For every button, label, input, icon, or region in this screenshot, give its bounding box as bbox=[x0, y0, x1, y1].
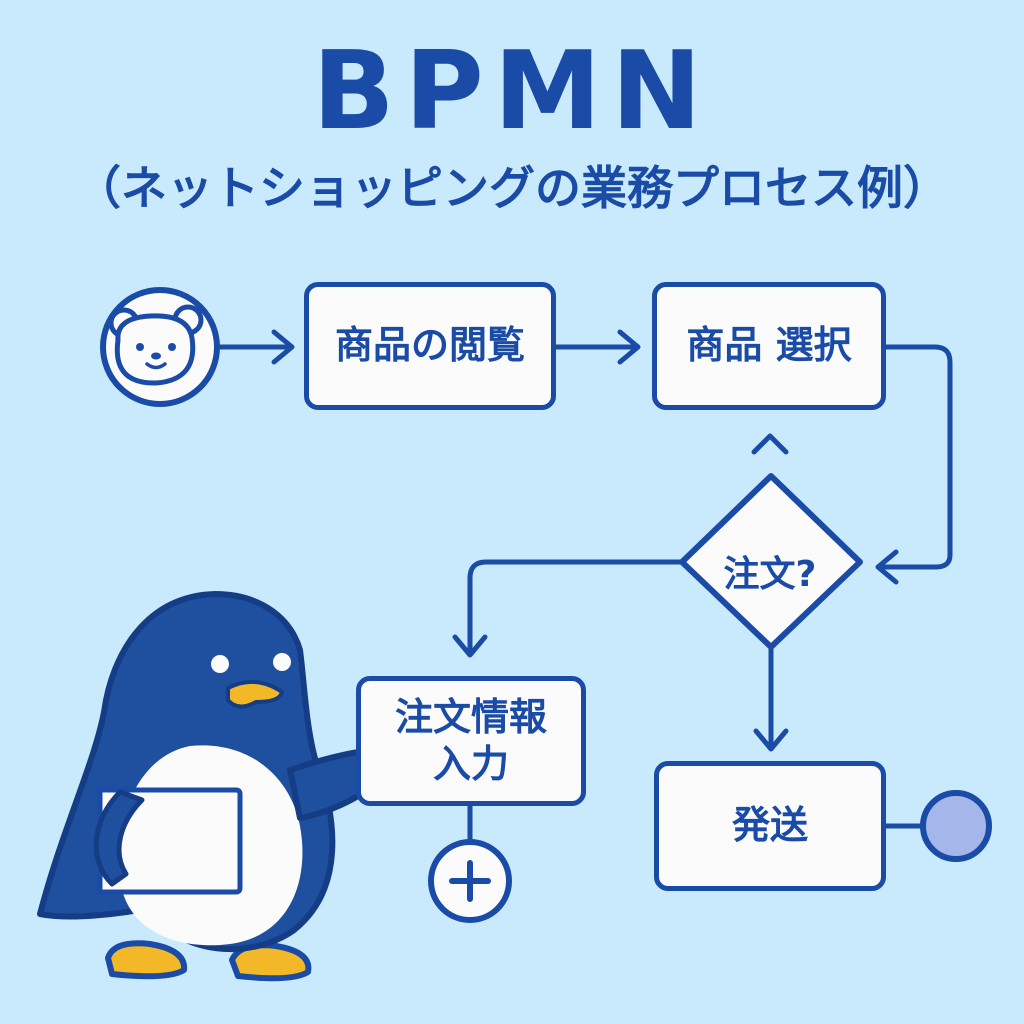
task-browse-products: 商品の閲覧 bbox=[304, 282, 556, 410]
task-enter-order-info: 注文情報 入力 bbox=[356, 676, 586, 806]
flow-start-to-browse-arrowhead bbox=[271, 329, 295, 365]
sequence-flows bbox=[215, 329, 953, 843]
diagram-title: BPMN bbox=[312, 29, 712, 154]
task-ship-label: 発送 bbox=[731, 803, 808, 848]
penguin-illustration bbox=[37, 591, 391, 982]
start-event bbox=[100, 287, 220, 407]
flow-select-to-gateway-arrowhead bbox=[875, 549, 899, 585]
exclusive-gateway bbox=[679, 473, 863, 650]
flow-gateway-back-chevron bbox=[751, 433, 789, 455]
task-enter-order-info-label-line2: 入力 bbox=[432, 742, 509, 786]
task-ship: 発送 bbox=[654, 761, 886, 891]
task-enter-order-info-label-line1: 注文情報 bbox=[394, 694, 547, 739]
flow-gateway-to-order-info-arrowhead bbox=[452, 634, 488, 658]
flow-gateway-to-ship-arrowhead bbox=[753, 728, 789, 752]
gateway-label: 注文? bbox=[723, 554, 817, 595]
plus-marker-icon bbox=[428, 839, 512, 923]
flow-select-to-gateway bbox=[877, 344, 953, 570]
task-browse-products-label: 商品の閲覧 bbox=[334, 323, 525, 368]
document-icon bbox=[97, 787, 243, 895]
bear-icon bbox=[108, 304, 204, 386]
task-select-product-label: 商品 選択 bbox=[686, 323, 852, 368]
flow-gateway-to-order-info bbox=[467, 559, 685, 655]
end-event bbox=[920, 790, 992, 862]
diagram-subtitle: （ネットショッピングの業務プロセス例） bbox=[75, 161, 949, 215]
task-select-product: 商品 選択 bbox=[652, 282, 886, 410]
flow-browse-to-select-arrowhead bbox=[617, 329, 641, 365]
